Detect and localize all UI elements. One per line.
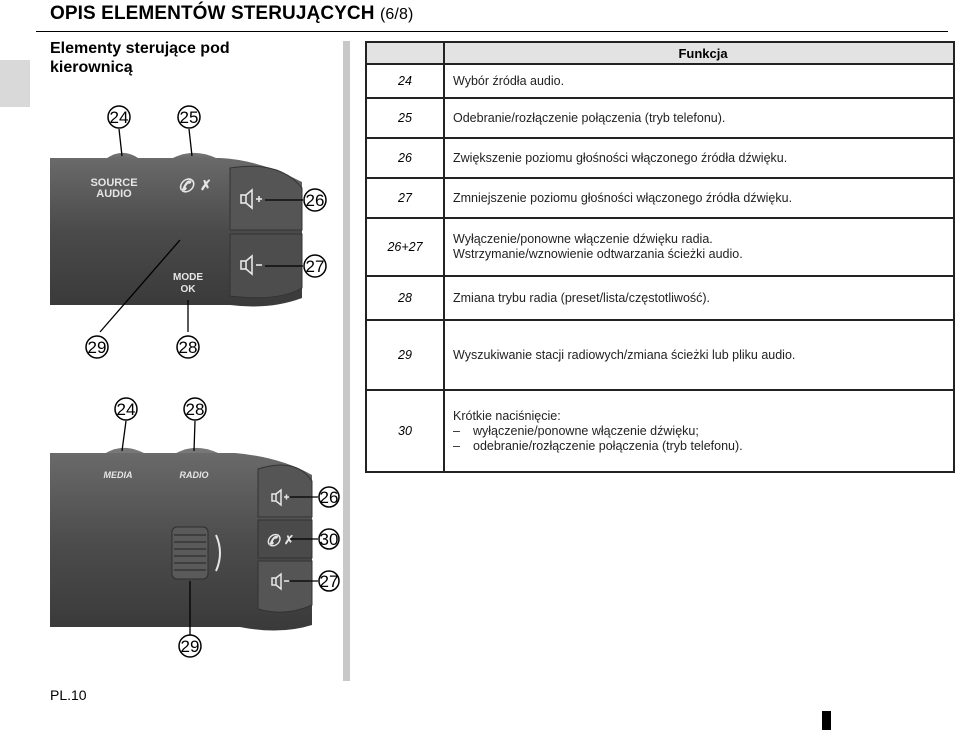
svg-text:26: 26 xyxy=(306,191,325,210)
svg-text:24: 24 xyxy=(117,400,136,419)
svg-text:30: 30 xyxy=(320,530,339,549)
row-description: Wyszukiwanie stacji radiowych/zmiana ści… xyxy=(443,319,955,391)
callout-27: 27 xyxy=(303,254,327,278)
table-row: 25 Odebranie/rozłączenie połączenia (try… xyxy=(365,97,955,139)
table-header-empty xyxy=(365,41,445,65)
row-number: 27 xyxy=(365,177,445,219)
svg-text:28: 28 xyxy=(186,400,205,419)
radio-label: RADIO xyxy=(180,470,209,480)
source-label-line2: AUDIO xyxy=(96,188,132,200)
svg-text:26: 26 xyxy=(320,488,339,507)
row-description: Wybór źródła audio. xyxy=(443,63,955,99)
speaker-plus-icon xyxy=(240,188,262,210)
row-number: 24 xyxy=(365,63,445,99)
phone-icon: ✆ ✗ xyxy=(178,176,212,196)
callout-26: 26 xyxy=(303,188,327,212)
function-table: Funkcja 24 Wybór źródła audio. 25 Odebra… xyxy=(365,41,955,473)
callout-29: 29 xyxy=(85,335,109,359)
table-header-function: Funkcja xyxy=(443,41,955,65)
speaker-minus-icon-bottom xyxy=(271,572,289,591)
source-label-line1: SOURCE xyxy=(90,177,137,189)
callout-24: 24 xyxy=(107,105,131,129)
svg-text:✗: ✗ xyxy=(200,177,212,193)
volume-down-button-bottom xyxy=(257,560,313,613)
row-number: 25 xyxy=(365,97,445,139)
row-description: Zmiana trybu radia (preset/lista/częstot… xyxy=(443,275,955,321)
svg-text:24: 24 xyxy=(110,108,129,127)
row-description: Krótkie naciśnięcie: wyłączenie/ponowne … xyxy=(443,389,955,473)
table-row: 28 Zmiana trybu radia (preset/lista/częs… xyxy=(365,275,955,321)
table-row: 26+27 Wyłączenie/ponowne włączenie dźwię… xyxy=(365,217,955,277)
callout-27-bottom: 27 xyxy=(318,570,340,592)
mode-label-line1: MODE xyxy=(173,272,203,283)
speaker-plus-icon-bottom xyxy=(271,488,289,507)
page-title-text: OPIS ELEMENTÓW STERUJĄCYCH xyxy=(50,3,375,24)
svg-text:25: 25 xyxy=(180,108,199,127)
table-row: 29 Wyszukiwanie stacji radiowych/zmiana … xyxy=(365,319,955,391)
media-label: MEDIA xyxy=(104,470,133,480)
svg-text:27: 27 xyxy=(306,257,325,276)
svg-text:28: 28 xyxy=(179,338,198,357)
side-tab xyxy=(0,60,30,107)
table-row: 26 Zwiększenie poziomu głośności włączon… xyxy=(365,137,955,179)
row-number: 29 xyxy=(365,319,445,391)
svg-text:✗: ✗ xyxy=(284,533,294,547)
callout-24-bottom: 24 xyxy=(114,397,138,421)
page-title-subtitle: (6/8) xyxy=(379,6,414,23)
svg-text:29: 29 xyxy=(181,637,200,656)
page-number: PL.10 xyxy=(50,687,87,703)
table-row: 27 Zmniejszenie poziomu głośności włączo… xyxy=(365,177,955,219)
callout-28: 28 xyxy=(176,335,200,359)
callout-30-bottom: 30 xyxy=(318,528,340,550)
header-rule xyxy=(36,31,948,32)
corner-mark xyxy=(822,711,831,730)
volume-up-button-bottom xyxy=(257,464,313,518)
table-row: 30 Krótkie naciśnięcie: wyłączenie/ponow… xyxy=(365,389,955,473)
speaker-minus-icon xyxy=(240,254,262,276)
callout-29-bottom: 29 xyxy=(178,634,202,658)
svg-text:✆: ✆ xyxy=(178,176,195,196)
row-number: 26+27 xyxy=(365,217,445,277)
row-number: 28 xyxy=(365,275,445,321)
mute-phone-button xyxy=(257,519,313,559)
row-description: Zmniejszenie poziomu głośności włączoneg… xyxy=(443,177,955,219)
scroll-wheel xyxy=(171,526,221,580)
vertical-divider xyxy=(343,41,350,681)
callout-28-bottom: 28 xyxy=(183,397,207,421)
row-number: 30 xyxy=(365,389,445,473)
figure-bottom-stalk: ✆ ✗ MEDIA RADIO xyxy=(40,395,340,670)
row-description: Wyłączenie/ponowne włączenie dźwięku rad… xyxy=(443,217,955,277)
table-row: 24 Wybór źródła audio. xyxy=(365,63,955,99)
mode-label-line2: OK xyxy=(181,284,197,295)
callout-26-bottom: 26 xyxy=(318,486,340,508)
svg-text:27: 27 xyxy=(320,572,339,591)
svg-text:29: 29 xyxy=(88,338,107,357)
page-title: OPIS ELEMENTÓW STERUJĄCYCH (6/8) xyxy=(50,3,413,25)
figure-top-stalk: ✆ ✗ SOURCE AUDIO MODE OK 24 25 xyxy=(40,100,340,370)
svg-text:✆: ✆ xyxy=(266,533,281,550)
row-number: 26 xyxy=(365,137,445,179)
row-description: Odebranie/rozłączenie połączenia (tryb t… xyxy=(443,97,955,139)
section-title: Elementy sterujące pod kierownicą xyxy=(50,40,230,76)
row-description: Zwiększenie poziomu głośności włączonego… xyxy=(443,137,955,179)
phone-mute-icon: ✆ ✗ xyxy=(266,533,294,550)
callout-25: 25 xyxy=(177,105,201,129)
volume-up-button xyxy=(229,165,303,231)
